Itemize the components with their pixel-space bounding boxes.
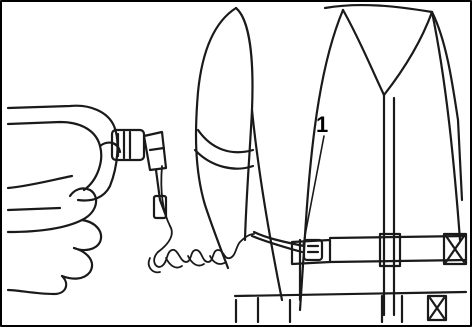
lanyard-clip [252,232,322,260]
ignition-key [112,130,166,218]
callout-label-1: 1 [316,112,328,138]
coiled-lanyard [149,166,254,272]
operator-arm [195,8,253,268]
callout-leader-line [303,136,324,246]
operator-hand [8,176,101,294]
operator-torso-outline [252,5,462,300]
life-jacket [235,10,466,322]
